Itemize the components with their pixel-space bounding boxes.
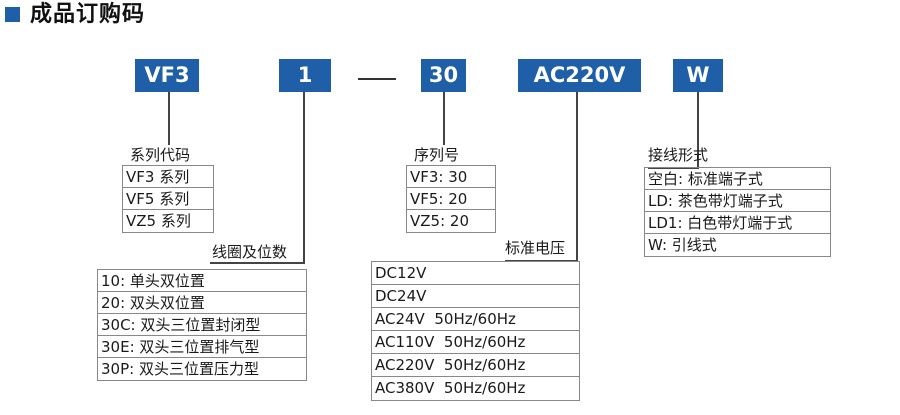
rated-voltage-title: 标准电压 [505,239,566,257]
coil-positions-title: 线圈及位数 [212,243,288,261]
table-row: AC380V 50Hz/60Hz [375,379,526,397]
connector-coil-vertical [303,92,305,262]
table-row: VF3 系列 [123,166,213,188]
table-row: 20: 双头双位置 [98,292,306,314]
connector-series [168,92,170,145]
table-row: 30C: 双头三位置封闭型 [98,314,306,336]
code-coil: 1 [279,59,331,92]
connector-coil-horizontal [210,262,305,264]
series-code-title: 系列代码 [130,146,191,164]
table-row: VZ5 系列 [126,212,191,230]
table-row: LD1: 白色带灯端于式 [645,212,830,234]
connector-voltage-vertical [576,92,578,260]
table-row: 30P: 双头三位置压力型 [101,360,259,378]
code-voltage: AC220V [518,59,641,92]
code-dash [358,78,396,80]
table-row: AC220V 50Hz/60Hz [372,354,579,377]
serial-number-title: 序列号 [414,146,460,164]
table-row: 30E: 双头三位置排气型 [98,336,306,358]
wiring-form-title: 接线形式 [648,146,709,164]
table-row: VZ5: 20 [410,212,469,230]
coil-positions-table: 10: 单头双位置 20: 双头双位置 30C: 双头三位置封闭型 30E: 双… [97,269,307,381]
table-row: W: 引线式 [648,236,717,254]
page-title: 成品订购码 [30,2,146,27]
table-row: 10: 单头双位置 [98,270,306,292]
table-row: AC110V 50Hz/60Hz [372,331,579,354]
connector-wiring-vertical [697,92,699,167]
wiring-form-table: 空白: 标准端子式 LD: 茶色带灯端子式 LD1: 白色带灯端于式 W: 引线… [644,167,831,257]
code-number: 30 [421,59,466,92]
code-series: VF3 [135,59,199,92]
table-row: VF5: 20 [407,188,495,210]
series-code-table: VF3 系列 VF5 系列 VZ5 系列 [122,165,214,233]
header-bullet [5,7,20,22]
table-row: DC12V [372,262,579,285]
table-row: AC24V 50Hz/60Hz [372,308,579,331]
table-row: VF3: 30 [407,166,495,188]
connector-number [443,92,445,145]
table-row: LD: 茶色带灯端子式 [645,190,830,212]
code-wiring: W [673,59,723,92]
serial-number-table: VF3: 30 VF5: 20 VZ5: 20 [406,165,496,233]
rated-voltage-table: DC12V DC24V AC24V 50Hz/60Hz AC110V 50Hz/… [371,261,580,401]
table-row: 空白: 标准端子式 [645,168,830,190]
table-row: DC24V [372,285,579,308]
table-row: VF5 系列 [123,188,213,210]
connector-voltage-horizontal [505,260,578,262]
